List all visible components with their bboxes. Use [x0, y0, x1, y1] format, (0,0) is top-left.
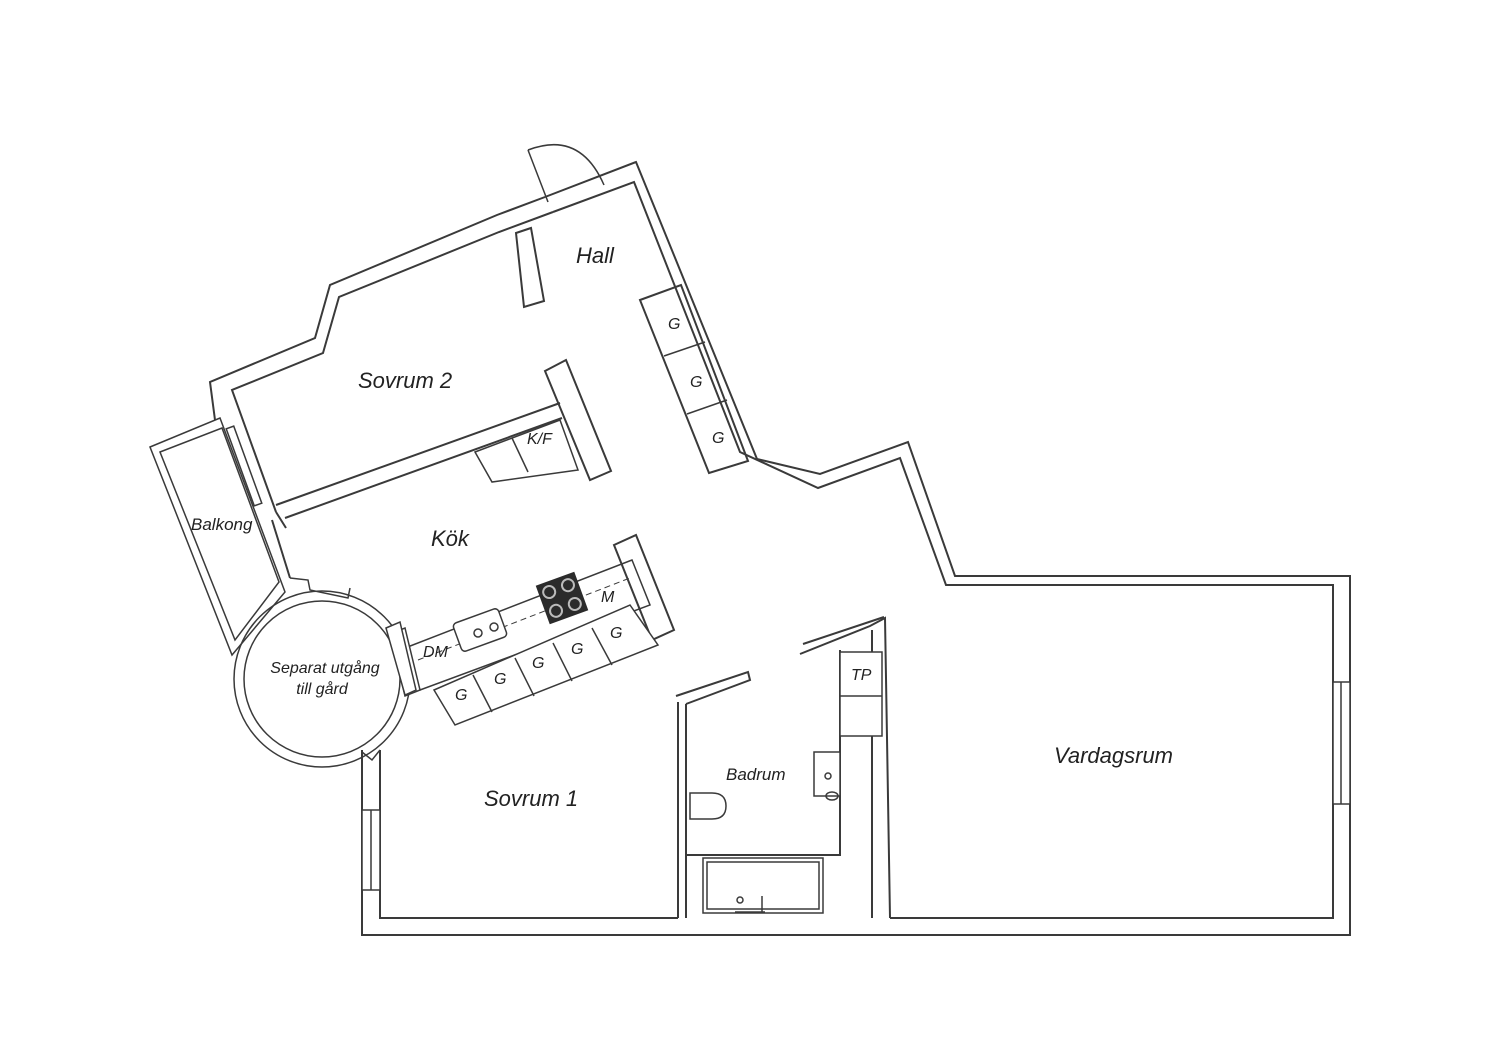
label-separat-line1: Separat utgång — [270, 659, 380, 677]
fridge-unit — [473, 419, 580, 483]
label-wardrobe-kitchen-5: G — [610, 625, 622, 642]
label-wardrobe-hall-3: G — [712, 430, 724, 447]
toilet — [689, 792, 727, 820]
label-sovrum-2: Sovrum 2 — [358, 368, 452, 393]
label-wardrobe-hall-2: G — [690, 374, 702, 391]
windows — [361, 681, 1351, 891]
label-dishwasher: DM — [423, 644, 449, 661]
label-hall: Hall — [576, 243, 615, 268]
label-wardrobe-hall-1: G — [668, 316, 680, 333]
basin — [813, 751, 841, 797]
stair-inner-circle — [243, 600, 401, 758]
stair-outer-circle — [233, 590, 411, 768]
label-microwave: M — [601, 589, 615, 606]
stove — [535, 571, 589, 625]
balcony — [149, 417, 286, 657]
hall-wardrobes — [663, 341, 728, 415]
label-kok: Kök — [431, 526, 470, 551]
entrance-door — [527, 143, 605, 203]
label-wardrobe-kitchen-3: G — [532, 655, 544, 672]
room-labels: Hall Sovrum 2 Kök Balkong Separat utgång… — [191, 243, 1173, 811]
label-wardrobe-kitchen-2: G — [494, 671, 506, 688]
label-fridge-freezer: K/F — [527, 431, 553, 448]
label-balkong: Balkong — [191, 515, 253, 534]
bathtub — [702, 857, 824, 914]
label-wardrobe-kitchen-1: G — [455, 687, 467, 704]
lower-cabinets — [432, 604, 660, 726]
bathroom-fixtures — [689, 651, 883, 914]
fixture-labels: G G G K/F M G DM G G G G TP — [423, 316, 872, 704]
label-vardagsrum: Vardagsrum — [1054, 743, 1173, 768]
label-wardrobe-kitchen-4: G — [571, 641, 583, 658]
label-washer: TP — [851, 667, 872, 684]
exterior-walls — [208, 160, 1351, 936]
label-badrum: Badrum — [726, 765, 786, 784]
washer-box — [839, 651, 883, 737]
label-sovrum-1: Sovrum 1 — [484, 786, 578, 811]
kitchen-counter — [385, 533, 676, 698]
label-separat-line2: till gård — [296, 680, 349, 698]
